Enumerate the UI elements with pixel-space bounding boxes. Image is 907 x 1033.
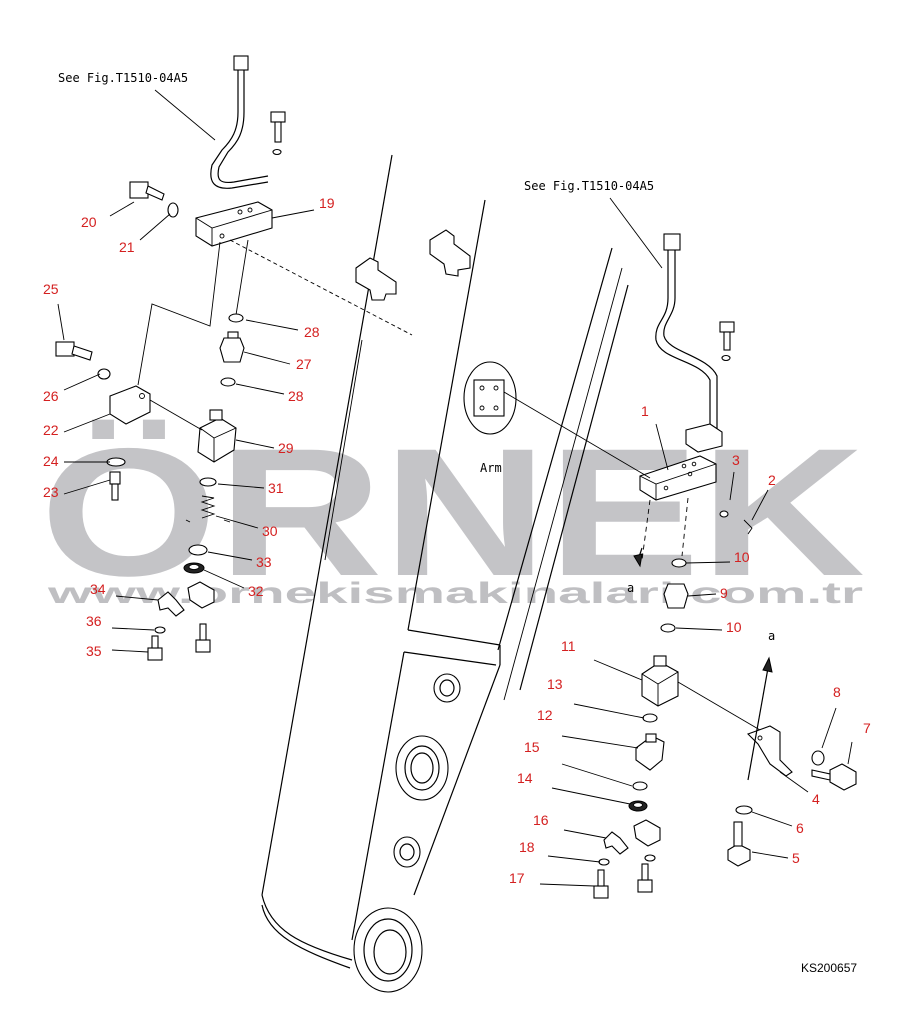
drawing-code: KS200657 [801,961,857,975]
callout-12: 12 [537,707,553,723]
callout-10-top: 10 [734,549,750,565]
callout-17: 17 [509,870,525,886]
callout-24: 24 [43,453,59,469]
callout-33: 33 [256,554,272,570]
callout-28-top: 28 [304,324,320,340]
callout-34: 34 [90,581,106,597]
callout-7: 7 [863,720,871,736]
arm-label: Arm [480,461,502,475]
callout-14: 14 [517,770,533,786]
callout-9: 9 [720,585,728,601]
arm-body: Arm [261,154,629,993]
right-assembly: See Fig.T1510-04A5 a [503,179,857,899]
watermark-url: www.ornekismakinalari.com.tr [46,577,863,610]
callout-28-lower: 28 [288,388,304,404]
see-fig-label-left: See Fig.T1510-04A5 [58,71,188,85]
callout-32: 32 [248,583,264,599]
callout-19: 19 [319,195,335,211]
callout-31: 31 [268,480,284,496]
callout-13: 13 [547,676,563,692]
view-marker-a-upper: a [768,629,775,643]
callout-18: 18 [519,839,535,855]
callout-29: 29 [278,440,294,456]
callout-23: 23 [43,484,59,500]
callout-21: 21 [119,239,135,255]
callout-16: 16 [533,812,549,828]
callout-6: 6 [796,820,804,836]
callout-1: 1 [641,403,649,419]
watermark: ÖRNEK www.ornekismakinalari.com.tr [40,410,865,614]
callout-36: 36 [86,613,102,629]
callout-11: 11 [561,638,576,654]
callout-2: 2 [768,472,776,488]
callout-35: 35 [86,643,102,659]
callout-4: 4 [812,791,820,807]
callout-27: 27 [296,356,312,372]
view-marker-a-lower: a [627,581,634,595]
see-fig-label-right: See Fig.T1510-04A5 [524,179,654,193]
callout-15: 15 [524,739,540,755]
callout-5: 5 [792,850,800,866]
left-assembly: See Fig.T1510-04A5 [55,55,413,661]
callout-22: 22 [43,422,59,438]
callout-30: 30 [262,523,278,539]
callout-3: 3 [732,452,740,468]
callout-20: 20 [81,214,97,230]
callout-26: 26 [43,388,59,404]
callout-numbers: 20 21 19 25 26 22 24 23 28 27 28 29 31 3… [43,195,871,886]
leader-lines [57,201,853,887]
callout-8: 8 [833,684,841,700]
callout-25: 25 [43,281,59,297]
callout-10-lower: 10 [726,619,742,635]
